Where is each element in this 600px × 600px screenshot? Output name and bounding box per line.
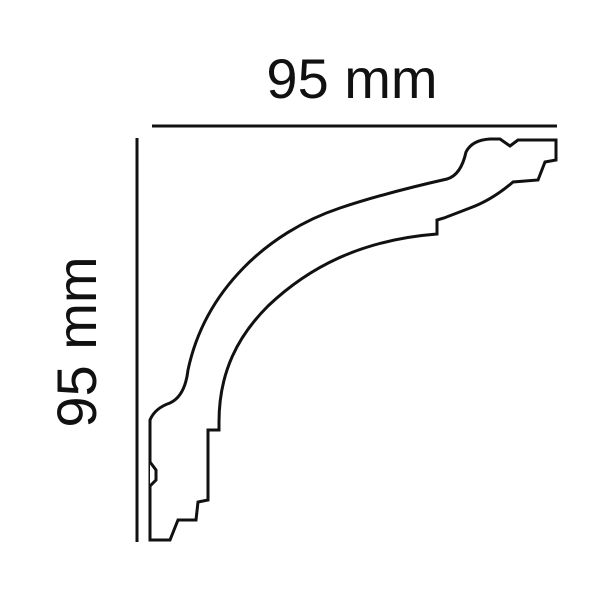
height-dimension-label: 95 mm	[45, 256, 108, 427]
width-dimension-label: 95 mm	[266, 47, 437, 110]
profile-notch	[148, 461, 158, 488]
cornice-profile-outline	[148, 137, 558, 542]
